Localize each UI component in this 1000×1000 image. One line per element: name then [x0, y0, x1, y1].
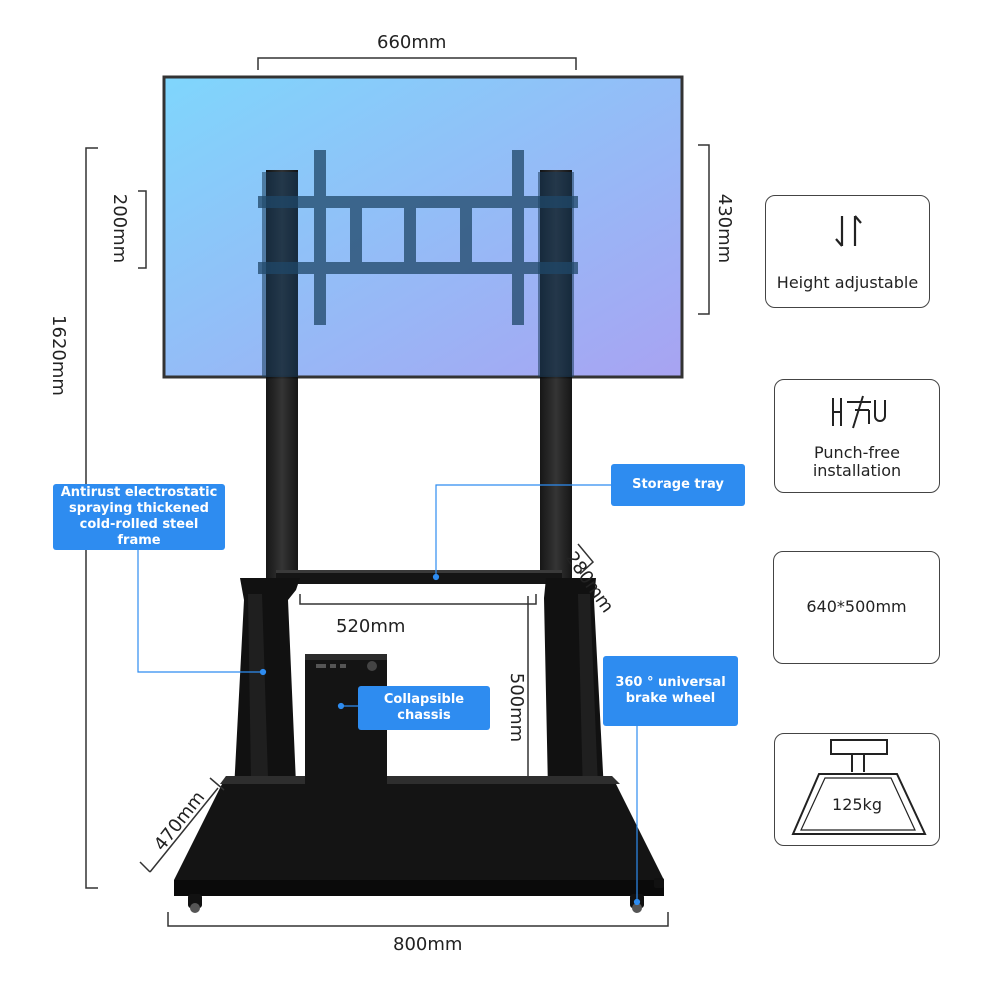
wheel-callout: 360 ° universal brake wheel	[603, 656, 738, 726]
base-plate	[174, 776, 664, 880]
feature-size: 640*500mm	[773, 551, 940, 664]
load-capacity-icon	[791, 739, 927, 835]
size-label: 640*500mm	[806, 597, 907, 616]
frame-callout: Antirust electrostatic spraying thickene…	[53, 484, 225, 550]
load-capacity-label: 125kg	[832, 795, 882, 814]
wheel-callout-text: 360 ° universal brake wheel	[615, 675, 726, 706]
base-width-dimension-label: 800mm	[393, 934, 463, 955]
pc-chassis	[305, 654, 387, 834]
chassis-callout: Collapsible chassis	[358, 686, 490, 730]
height-adjust-icon	[835, 215, 862, 247]
storage-tray	[276, 570, 562, 584]
width-dimension-line	[257, 57, 577, 70]
vesa-bracket	[258, 150, 578, 325]
height-adjustable-label: Height adjustable	[776, 273, 919, 292]
mount-height-dimension-line	[138, 190, 147, 269]
chassis-height-dimension-label: 500mm	[506, 672, 528, 743]
tray-width-dimension-label: 520mm	[336, 616, 406, 637]
screen-height-dimension-label: 430mm	[714, 193, 736, 264]
mount-height-dimension-label: 200mm	[109, 193, 131, 264]
storage-tray-callout-text: Storage tray	[632, 477, 724, 492]
width-dimension-label: 660mm	[377, 32, 447, 53]
feature-height-adjustable: Height adjustable	[765, 195, 930, 308]
punch-free-label-line2: installation	[812, 461, 902, 480]
chassis-callout-text: Collapsible chassis	[383, 692, 465, 723]
punch-free-icon	[832, 395, 886, 429]
storage-tray-callout: Storage tray	[611, 464, 745, 506]
feature-punch-free: Punch-free installation	[774, 379, 940, 493]
frame-callout-text: Antirust electrostatic spraying thickene…	[60, 485, 218, 548]
punch-free-label-line1: Punch-free	[814, 443, 900, 462]
tv-screen	[162, 75, 684, 379]
screen-height-dimension-line	[698, 144, 710, 315]
feature-load-capacity: 125kg	[774, 733, 940, 846]
total-height-dimension-label: 1620mm	[47, 315, 69, 396]
